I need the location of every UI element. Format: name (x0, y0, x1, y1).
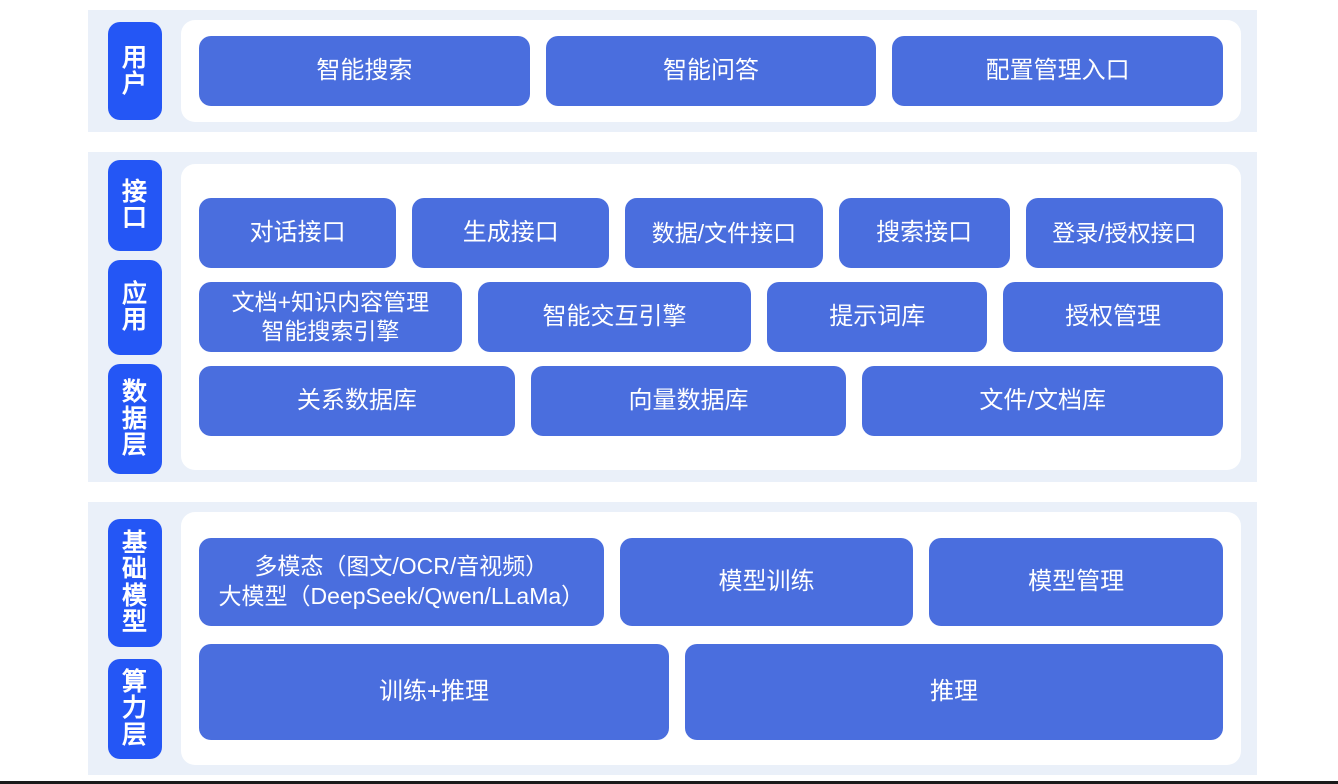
box-document-knowledge-management[interactable]: 文档+知识内容管理 智能搜索引擎 (199, 282, 462, 352)
section-middle: 接口 应用 数据层 对话接口 生成接口 数据/文件接口 搜索接口 登录/授权接口… (88, 152, 1257, 482)
box-login-auth-api[interactable]: 登录/授权接口 (1025, 198, 1223, 268)
section-middle-label-column: 接口 应用 数据层 (88, 152, 181, 482)
box-config-management-entry[interactable]: 配置管理入口 (892, 36, 1224, 106)
section-middle-panel: 对话接口 生成接口 数据/文件接口 搜索接口 登录/授权接口 文档+知识内容管理… (181, 164, 1241, 470)
section-user-row-1: 智能搜索 智能问答 配置管理入口 (199, 36, 1224, 106)
layer-label-data: 数据层 (107, 363, 162, 475)
bottom-rule (0, 781, 1338, 784)
box-data-file-api[interactable]: 数据/文件接口 (625, 198, 823, 268)
layer-label-interface: 接口 (107, 160, 162, 251)
section-user-label-column: 用户 (88, 10, 181, 132)
box-multimodal-large-model[interactable]: 多模态（图文/OCR/音视频） 大模型（DeepSeek/Qwen/LLaMa） (199, 537, 604, 626)
layer-label-compute: 算力层 (107, 658, 162, 759)
box-authorization-management[interactable]: 授权管理 (1003, 282, 1223, 352)
compute-row: 训练+推理 推理 (199, 643, 1223, 740)
box-vector-database[interactable]: 向量数据库 (530, 366, 847, 436)
section-base-label-column: 基础模型 算力层 (88, 502, 181, 775)
data-row: 关系数据库 向量数据库 文件/文档库 (199, 366, 1224, 436)
box-relational-database[interactable]: 关系数据库 (199, 366, 515, 436)
section-user: 用户 智能搜索 智能问答 配置管理入口 (88, 10, 1257, 132)
box-training-plus-inference[interactable]: 训练+推理 (199, 643, 669, 740)
box-file-document-store[interactable]: 文件/文档库 (862, 366, 1224, 436)
foundation-model-row: 多模态（图文/OCR/音视频） 大模型（DeepSeek/Qwen/LLaMa）… (199, 537, 1223, 626)
box-model-training[interactable]: 模型训练 (619, 537, 914, 626)
box-dialog-api[interactable]: 对话接口 (199, 198, 397, 268)
box-intelligent-qa[interactable]: 智能问答 (545, 36, 877, 106)
box-search-api[interactable]: 搜索接口 (838, 198, 1010, 268)
box-model-management[interactable]: 模型管理 (929, 537, 1223, 626)
box-intelligent-interaction-engine[interactable]: 智能交互引擎 (477, 282, 752, 352)
layer-label-user: 用户 (107, 22, 162, 120)
application-row: 文档+知识内容管理 智能搜索引擎 智能交互引擎 提示词库 授权管理 (199, 282, 1223, 352)
box-generation-api[interactable]: 生成接口 (412, 198, 610, 268)
section-base-panel: 多模态（图文/OCR/音视频） 大模型（DeepSeek/Qwen/LLaMa）… (181, 512, 1241, 765)
layer-label-application: 应用 (107, 259, 162, 355)
section-base: 基础模型 算力层 多模态（图文/OCR/音视频） 大模型（DeepSeek/Qw… (88, 502, 1257, 775)
box-inference[interactable]: 推理 (684, 643, 1223, 740)
layer-label-foundation-model: 基础模型 (107, 518, 162, 647)
box-prompt-library[interactable]: 提示词库 (767, 282, 988, 352)
box-intelligent-search[interactable]: 智能搜索 (199, 36, 530, 106)
interface-row: 对话接口 生成接口 数据/文件接口 搜索接口 登录/授权接口 (199, 198, 1223, 268)
section-user-panel: 智能搜索 智能问答 配置管理入口 (181, 20, 1241, 122)
